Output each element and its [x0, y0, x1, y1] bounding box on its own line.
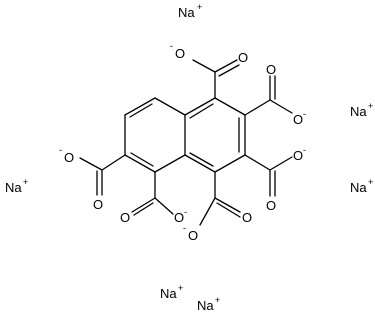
oxygen-atom: O [238, 50, 248, 65]
bond [269, 99, 293, 114]
bond [218, 64, 240, 77]
oxygen-atom: O [174, 210, 184, 225]
oxygen-atom: O [242, 210, 252, 225]
positive-charge: + [368, 177, 373, 187]
negative-charge: - [170, 41, 173, 51]
bond [199, 197, 216, 226]
oxygen-atom: O [93, 197, 103, 212]
carboxylate-groups [79, 59, 293, 226]
naphthalene-core [124, 97, 246, 173]
bond [244, 99, 271, 116]
bond [214, 59, 238, 73]
double-bond-inner [130, 152, 154, 167]
negative-charge: - [184, 207, 187, 217]
bond [192, 59, 216, 73]
negative-charge: - [59, 145, 62, 155]
oxygen-labels: O - O O O - O - O O O - O O - O - O [59, 41, 306, 243]
bond [79, 157, 103, 171]
sodium-ion: Na [178, 5, 195, 20]
positive-charge: + [215, 295, 220, 305]
oxygen-atom: O [266, 198, 276, 213]
bond [184, 97, 216, 116]
positive-charge: + [368, 101, 373, 111]
negative-charge: - [183, 223, 186, 233]
positive-charge: + [23, 177, 28, 187]
sodium-ion: Na [197, 298, 214, 313]
bond [124, 97, 156, 116]
sodium-ion: Na [5, 180, 22, 195]
double-bond-inner [189, 152, 214, 167]
bond [216, 202, 241, 218]
oxygen-atom: O [120, 210, 130, 225]
sodium-ion: Na [350, 180, 367, 195]
oxygen-atom: O [266, 62, 276, 77]
bond [131, 197, 156, 213]
positive-charge: + [197, 2, 202, 12]
sodium-ions: Na + Na + Na + Na + Na + Na + [5, 2, 373, 313]
sodium-ion: Na [350, 104, 367, 119]
oxygen-atom: O [293, 148, 303, 163]
double-bond-inner [189, 103, 214, 119]
oxygen-atom: O [188, 228, 198, 243]
bond [214, 197, 241, 213]
negative-charge: - [303, 109, 306, 119]
oxygen-atom: O [64, 150, 74, 165]
sodium-ion: Na [160, 286, 177, 301]
oxygen-atom: O [175, 46, 185, 61]
bond [269, 156, 293, 171]
bond [244, 154, 271, 171]
bond [101, 154, 126, 171]
double-bond-inner [129, 103, 153, 118]
bond [154, 154, 186, 173]
bond [154, 197, 174, 215]
negative-charge: - [303, 145, 306, 155]
positive-charge: + [178, 283, 183, 293]
bond [133, 202, 154, 216]
bond [214, 97, 246, 116]
bond [154, 97, 186, 116]
bond [214, 154, 246, 173]
oxygen-atom: O [293, 112, 303, 127]
bond [184, 154, 216, 173]
bond [124, 154, 156, 173]
